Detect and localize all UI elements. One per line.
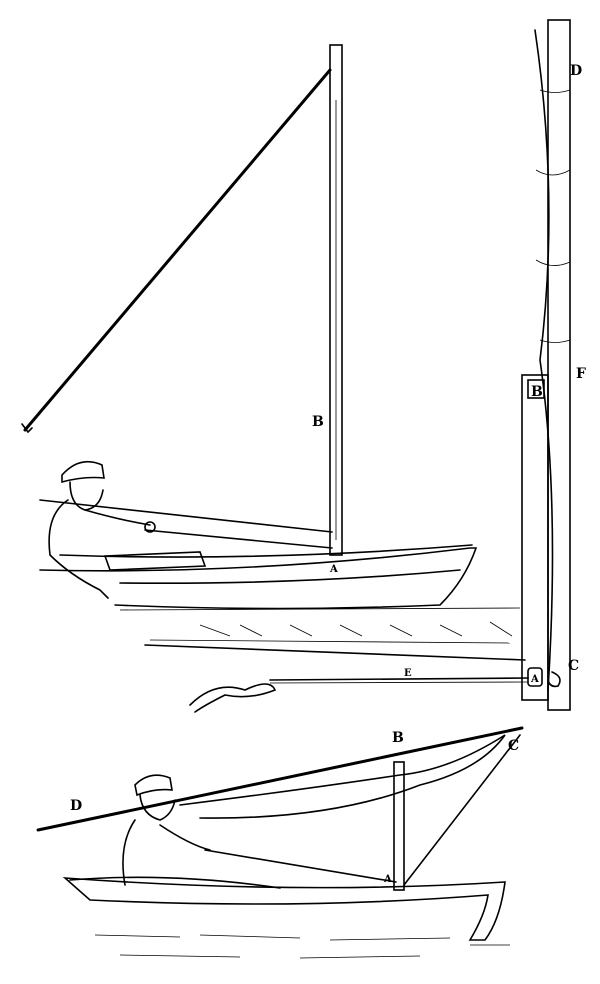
hull-bottom [62, 877, 506, 941]
label-detail-E: E [404, 668, 412, 679]
hull-top [39, 547, 478, 610]
mast-detail: D F B A C E [144, 19, 586, 713]
label-detail-A: A [530, 674, 539, 685]
mast-socket [521, 374, 549, 701]
bottom-boat: D B C A [36, 726, 524, 959]
mast [329, 44, 343, 556]
water-top [119, 607, 521, 644]
boom [36, 726, 524, 832]
label-bottom-D: D [70, 798, 82, 814]
label-detail-C: C [568, 658, 579, 674]
water-bottom [94, 934, 510, 959]
top-boat: B A [21, 44, 521, 644]
furled-mast [547, 19, 571, 711]
label-bottom-C: C [508, 738, 519, 754]
mast-bottom [393, 761, 405, 891]
sailor-top [48, 460, 156, 599]
label-bottom-A: A [383, 874, 392, 885]
yard-spar [23, 68, 332, 432]
label-top-B: B [312, 414, 324, 430]
label-detail-D: D [570, 63, 582, 79]
sailor-bottom [122, 774, 211, 886]
label-detail-F: F [576, 366, 586, 382]
label-detail-B: B [531, 384, 543, 400]
label-bottom-B: B [392, 730, 404, 746]
label-top-A: A [329, 564, 338, 575]
